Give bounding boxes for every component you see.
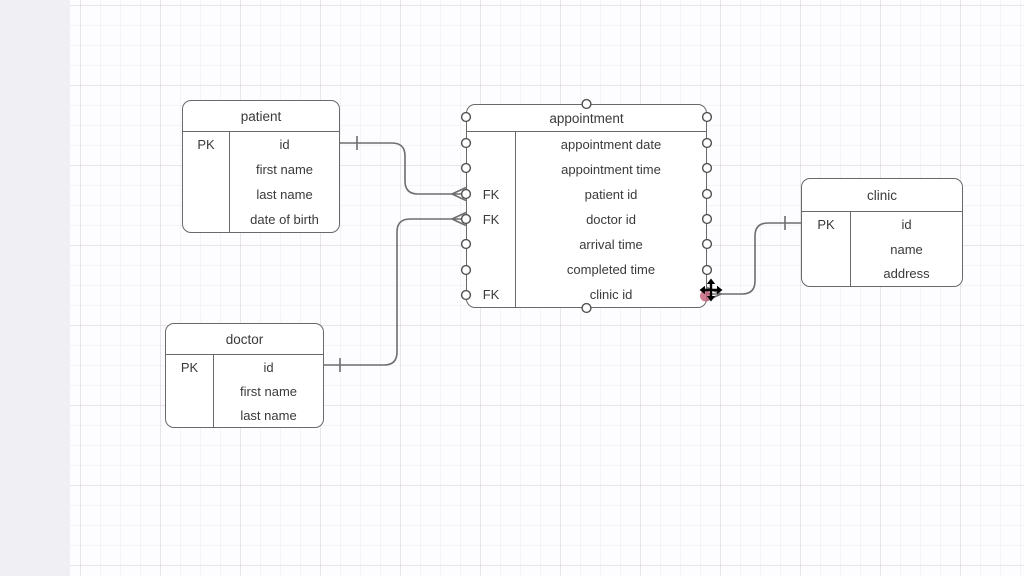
field-cell[interactable]: appointment date [560,137,662,152]
left-shapes-panel-edge [0,0,71,576]
key-cell[interactable]: FK [482,212,500,227]
entity-title[interactable]: clinic [802,179,962,212]
field-cell[interactable]: date of birth [250,212,319,227]
entity-title[interactable]: appointment [467,105,706,132]
field-cell[interactable]: first name [255,162,314,177]
field-cell[interactable]: doctor id [586,212,636,227]
key-cell[interactable] [802,237,850,262]
field-cell[interactable]: first name [239,383,298,399]
key-cell[interactable] [183,157,229,182]
key-cell[interactable]: FK [482,287,500,302]
key-cell[interactable] [467,132,515,157]
key-cell[interactable]: PK [180,359,199,375]
field-cell[interactable]: id [263,359,274,375]
field-cell[interactable]: clinic id [589,287,633,302]
field-cell[interactable]: last name [256,187,313,202]
entity-table-clinic[interactable]: clinic PK id name address [801,178,963,287]
key-cell[interactable]: FK [482,187,500,202]
key-cell[interactable]: PK [817,216,835,232]
key-cell[interactable] [467,157,515,182]
entity-table-doctor[interactable]: doctor PK id first name last name [165,323,324,428]
key-cell[interactable] [166,403,213,427]
field-cell[interactable]: appointment time [561,162,661,177]
key-cell[interactable] [183,182,229,207]
field-cell[interactable]: address [883,266,930,282]
key-cell[interactable] [467,257,515,282]
field-cell[interactable]: id [901,216,912,232]
field-cell[interactable]: id [279,137,290,152]
key-cell[interactable] [802,261,850,286]
field-cell[interactable]: arrival time [579,237,643,252]
field-cell[interactable]: name [890,241,923,257]
key-cell[interactable] [183,207,229,232]
key-cell[interactable]: PK [197,137,215,152]
field-cell[interactable]: completed time [566,262,656,277]
entity-table-appointment[interactable]: appointment FK FK FK appointment date ap… [466,104,707,308]
entity-table-patient[interactable]: patient PK id first name last name date … [182,100,340,233]
key-cell[interactable] [166,379,213,403]
field-cell[interactable]: patient id [584,187,638,202]
entity-title[interactable]: patient [183,101,339,132]
entity-title[interactable]: doctor [166,324,323,355]
key-cell[interactable] [467,232,515,257]
field-cell[interactable]: last name [240,407,297,423]
